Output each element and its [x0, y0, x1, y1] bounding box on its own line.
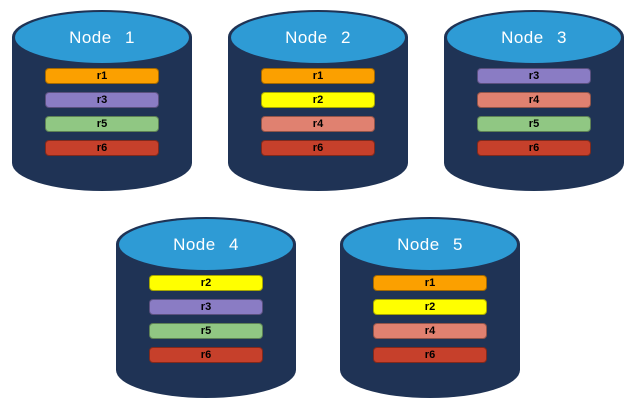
replica-list: r3 r4 r5 r6	[444, 68, 624, 156]
database-node-cylinder-icon: Node 4 r2 r3 r5 r6	[116, 217, 296, 398]
replica-label: r6	[424, 348, 436, 361]
cylinder-top-face: Node 2	[231, 12, 405, 63]
node-title: Node 4	[173, 234, 239, 254]
replica-label: r6	[312, 141, 324, 154]
replica-bar-r6: r6	[477, 140, 591, 156]
replica-list: r2 r3 r5 r6	[116, 275, 296, 363]
replica-bar-r6: r6	[373, 347, 487, 363]
replica-bar-r5: r5	[477, 116, 591, 132]
replica-label: r3	[528, 69, 540, 82]
replica-bar-r6: r6	[149, 347, 263, 363]
replica-bar-r2: r2	[373, 299, 487, 315]
replica-label: r5	[528, 117, 540, 130]
replica-label: r5	[96, 117, 108, 130]
node-title: Node 2	[285, 27, 351, 47]
replica-bar-r6: r6	[261, 140, 375, 156]
replica-bar-r4: r4	[373, 323, 487, 339]
replica-label: r2	[312, 93, 324, 106]
database-node-cylinder-icon: Node 3 r3 r4 r5 r6	[444, 10, 624, 191]
replica-label: r6	[528, 141, 540, 154]
replica-label: r5	[200, 324, 212, 337]
replica-list: r1 r2 r4 r6	[228, 68, 408, 156]
replica-bar-r1: r1	[45, 68, 159, 84]
replica-label: r6	[96, 141, 108, 154]
replica-bar-r4: r4	[477, 92, 591, 108]
node-title: Node 3	[501, 27, 567, 47]
replica-label: r2	[424, 300, 436, 313]
replica-label: r1	[312, 69, 324, 82]
replica-list: r1 r2 r4 r6	[340, 275, 520, 363]
database-node-cylinder-icon: Node 5 r1 r2 r4 r6	[340, 217, 520, 398]
replica-label: r6	[200, 348, 212, 361]
replica-label: r3	[200, 300, 212, 313]
cylinder-top-face: Node 5	[343, 219, 517, 270]
replica-bar-r6: r6	[45, 140, 159, 156]
cylinder-top-face: Node 1	[15, 12, 189, 63]
replica-bar-r3: r3	[477, 68, 591, 84]
replica-label: r4	[312, 117, 324, 130]
replica-bar-r5: r5	[149, 323, 263, 339]
replica-label: r1	[96, 69, 108, 82]
replica-bar-r3: r3	[149, 299, 263, 315]
node-title: Node 1	[69, 27, 135, 47]
replica-list: r1 r3 r5 r6	[12, 68, 192, 156]
database-node-cylinder-icon: Node 1 r1 r3 r5 r6	[12, 10, 192, 191]
replica-bar-r3: r3	[45, 92, 159, 108]
replica-bar-r2: r2	[149, 275, 263, 291]
cylinder-top-face: Node 3	[447, 12, 621, 63]
node-row-bottom: Node 4 r2 r3 r5 r6 Node 5 r1 r2 r4 r6	[0, 217, 636, 398]
replica-label: r4	[528, 93, 540, 106]
replica-label: r4	[424, 324, 436, 337]
replica-bar-r4: r4	[261, 116, 375, 132]
database-node-cylinder-icon: Node 2 r1 r2 r4 r6	[228, 10, 408, 191]
replica-bar-r2: r2	[261, 92, 375, 108]
replica-label: r1	[424, 276, 436, 289]
replica-bar-r1: r1	[373, 275, 487, 291]
replica-bar-r1: r1	[261, 68, 375, 84]
replica-label: r2	[200, 276, 212, 289]
cylinder-top-face: Node 4	[119, 219, 293, 270]
node-title: Node 5	[397, 234, 463, 254]
replica-label: r3	[96, 93, 108, 106]
node-row-top: Node 1 r1 r3 r5 r6 Node 2 r1 r2 r4 r6 Node 3 r…	[0, 0, 636, 191]
replica-bar-r5: r5	[45, 116, 159, 132]
